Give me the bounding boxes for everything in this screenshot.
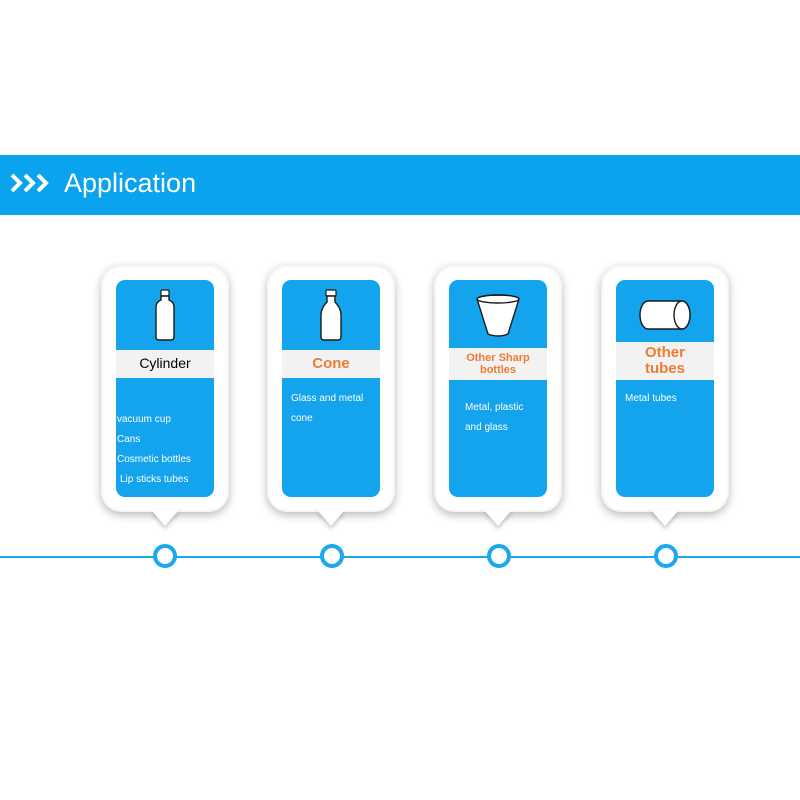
description-line: Cans [117, 434, 141, 445]
cup-icon [449, 286, 547, 344]
description-line: Metal tubes [625, 393, 677, 404]
card-label-text: Other Sharp [466, 351, 530, 364]
card-label: Other Sharp bottles [449, 348, 547, 380]
card-label-text: Cone [312, 354, 350, 372]
card-description: Metal, plastic and glass [465, 398, 523, 438]
card-label: Cylinder [116, 350, 214, 378]
card-pointer [484, 510, 512, 526]
card-label-text: Cylinder [139, 355, 191, 372]
description-line: Metal, plastic [465, 402, 524, 413]
card-pointer [151, 510, 179, 526]
card-label: Cone [282, 350, 380, 378]
card-other-tubes: Other tubes Metal tubes [601, 265, 729, 526]
card-description: Glass and metal cone [291, 389, 363, 429]
card-panel: Other tubes Metal tubes [616, 280, 714, 497]
tube-icon [616, 286, 714, 344]
card-pointer [317, 510, 345, 526]
chevrons-icon [10, 173, 49, 193]
description-line: Glass and metal [291, 393, 364, 404]
timeline-line [0, 556, 800, 558]
timeline-node-cone [320, 544, 344, 568]
timeline-node-cylinder [153, 544, 177, 568]
description-line: cone [291, 413, 313, 424]
card-label: Other tubes [616, 342, 714, 380]
description-line: Lip sticks tubes [120, 474, 189, 485]
description-line: vacuum cup [117, 414, 171, 425]
description-line: Cosmetic bottles [117, 454, 191, 465]
card-panel: Other Sharp bottles Metal, plastic and g… [449, 280, 547, 497]
card-other-sharp-bottles: Other Sharp bottles Metal, plastic and g… [434, 265, 562, 526]
description-line: and glass [465, 422, 508, 433]
card-label-text: tubes [644, 360, 685, 377]
timeline-node-other-sharp-bottles [487, 544, 511, 568]
timeline-node-other-tubes [654, 544, 678, 568]
card-panel: Cylinder vacuum cup Cans Cosmetic bottle… [116, 280, 214, 497]
card-label-text: Other [644, 343, 685, 361]
card-description: Metal tubes [625, 389, 677, 409]
milk-bottle-icon [282, 286, 380, 344]
card-panel: Cone Glass and metal cone [282, 280, 380, 497]
card-description: vacuum cup Cans Cosmetic bottles Lip sti… [117, 410, 191, 490]
card-label-text: bottles [479, 364, 517, 376]
card-cone: Cone Glass and metal cone [267, 265, 395, 526]
page-title: Application [64, 168, 197, 198]
bottle-icon [116, 286, 214, 344]
card-pointer [651, 510, 679, 526]
card-cylinder: Cylinder vacuum cup Cans Cosmetic bottle… [101, 265, 229, 526]
header-banner: Application [0, 155, 800, 215]
